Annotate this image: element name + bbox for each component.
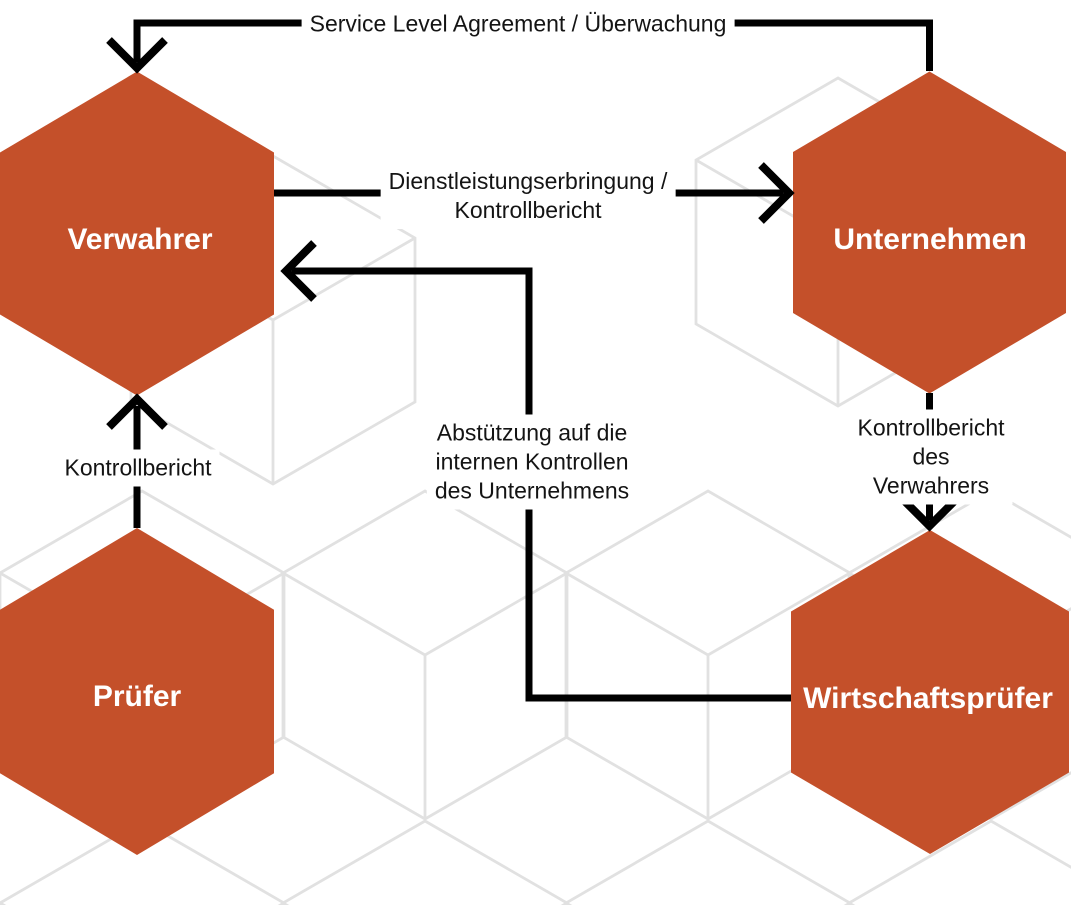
edge-label-kontrollbericht-verwahrer: Kontrollbericht des Verwahrers [849, 409, 1013, 505]
edge-label-kontrollbericht: Kontrollbericht [56, 449, 220, 487]
edge-label-sla: Service Level Agreement / Überwachung [301, 5, 735, 43]
node-label-unternehmen: Unternehmen [833, 223, 1027, 256]
cube-inner-edges [565, 571, 851, 819]
arrowhead-abstuetzung-left [280, 240, 317, 302]
hexagon-wirtschaftspruefer [791, 530, 1069, 854]
hexagon-verwahrer [0, 71, 274, 396]
arrowhead-kontrollbericht-up [106, 393, 168, 430]
node-label-wirtschaftspruefer: Wirtschaftsprüfer [803, 682, 1053, 715]
cube-outline [281, 819, 569, 905]
cube-inner-edges [282, 571, 568, 819]
hexagon-pruefer [0, 528, 274, 855]
cube-outline [564, 819, 852, 905]
hexagon-unternehmen [793, 71, 1066, 394]
node-label-verwahrer: Verwahrer [67, 223, 213, 256]
arrowhead-sla-down [106, 37, 168, 74]
node-label-pruefer: Prüfer [92, 680, 182, 713]
arrowhead-dienstleistung-right [758, 162, 795, 224]
edge-label-abstuetzung: Abstützung auf die internen Kontrollen d… [426, 414, 638, 510]
arrowhead-kontrollbericht-verwahrer-down [898, 495, 961, 532]
edge-label-dienstleistung: Dienstleistungserbringung / Kontrollberi… [380, 163, 676, 229]
